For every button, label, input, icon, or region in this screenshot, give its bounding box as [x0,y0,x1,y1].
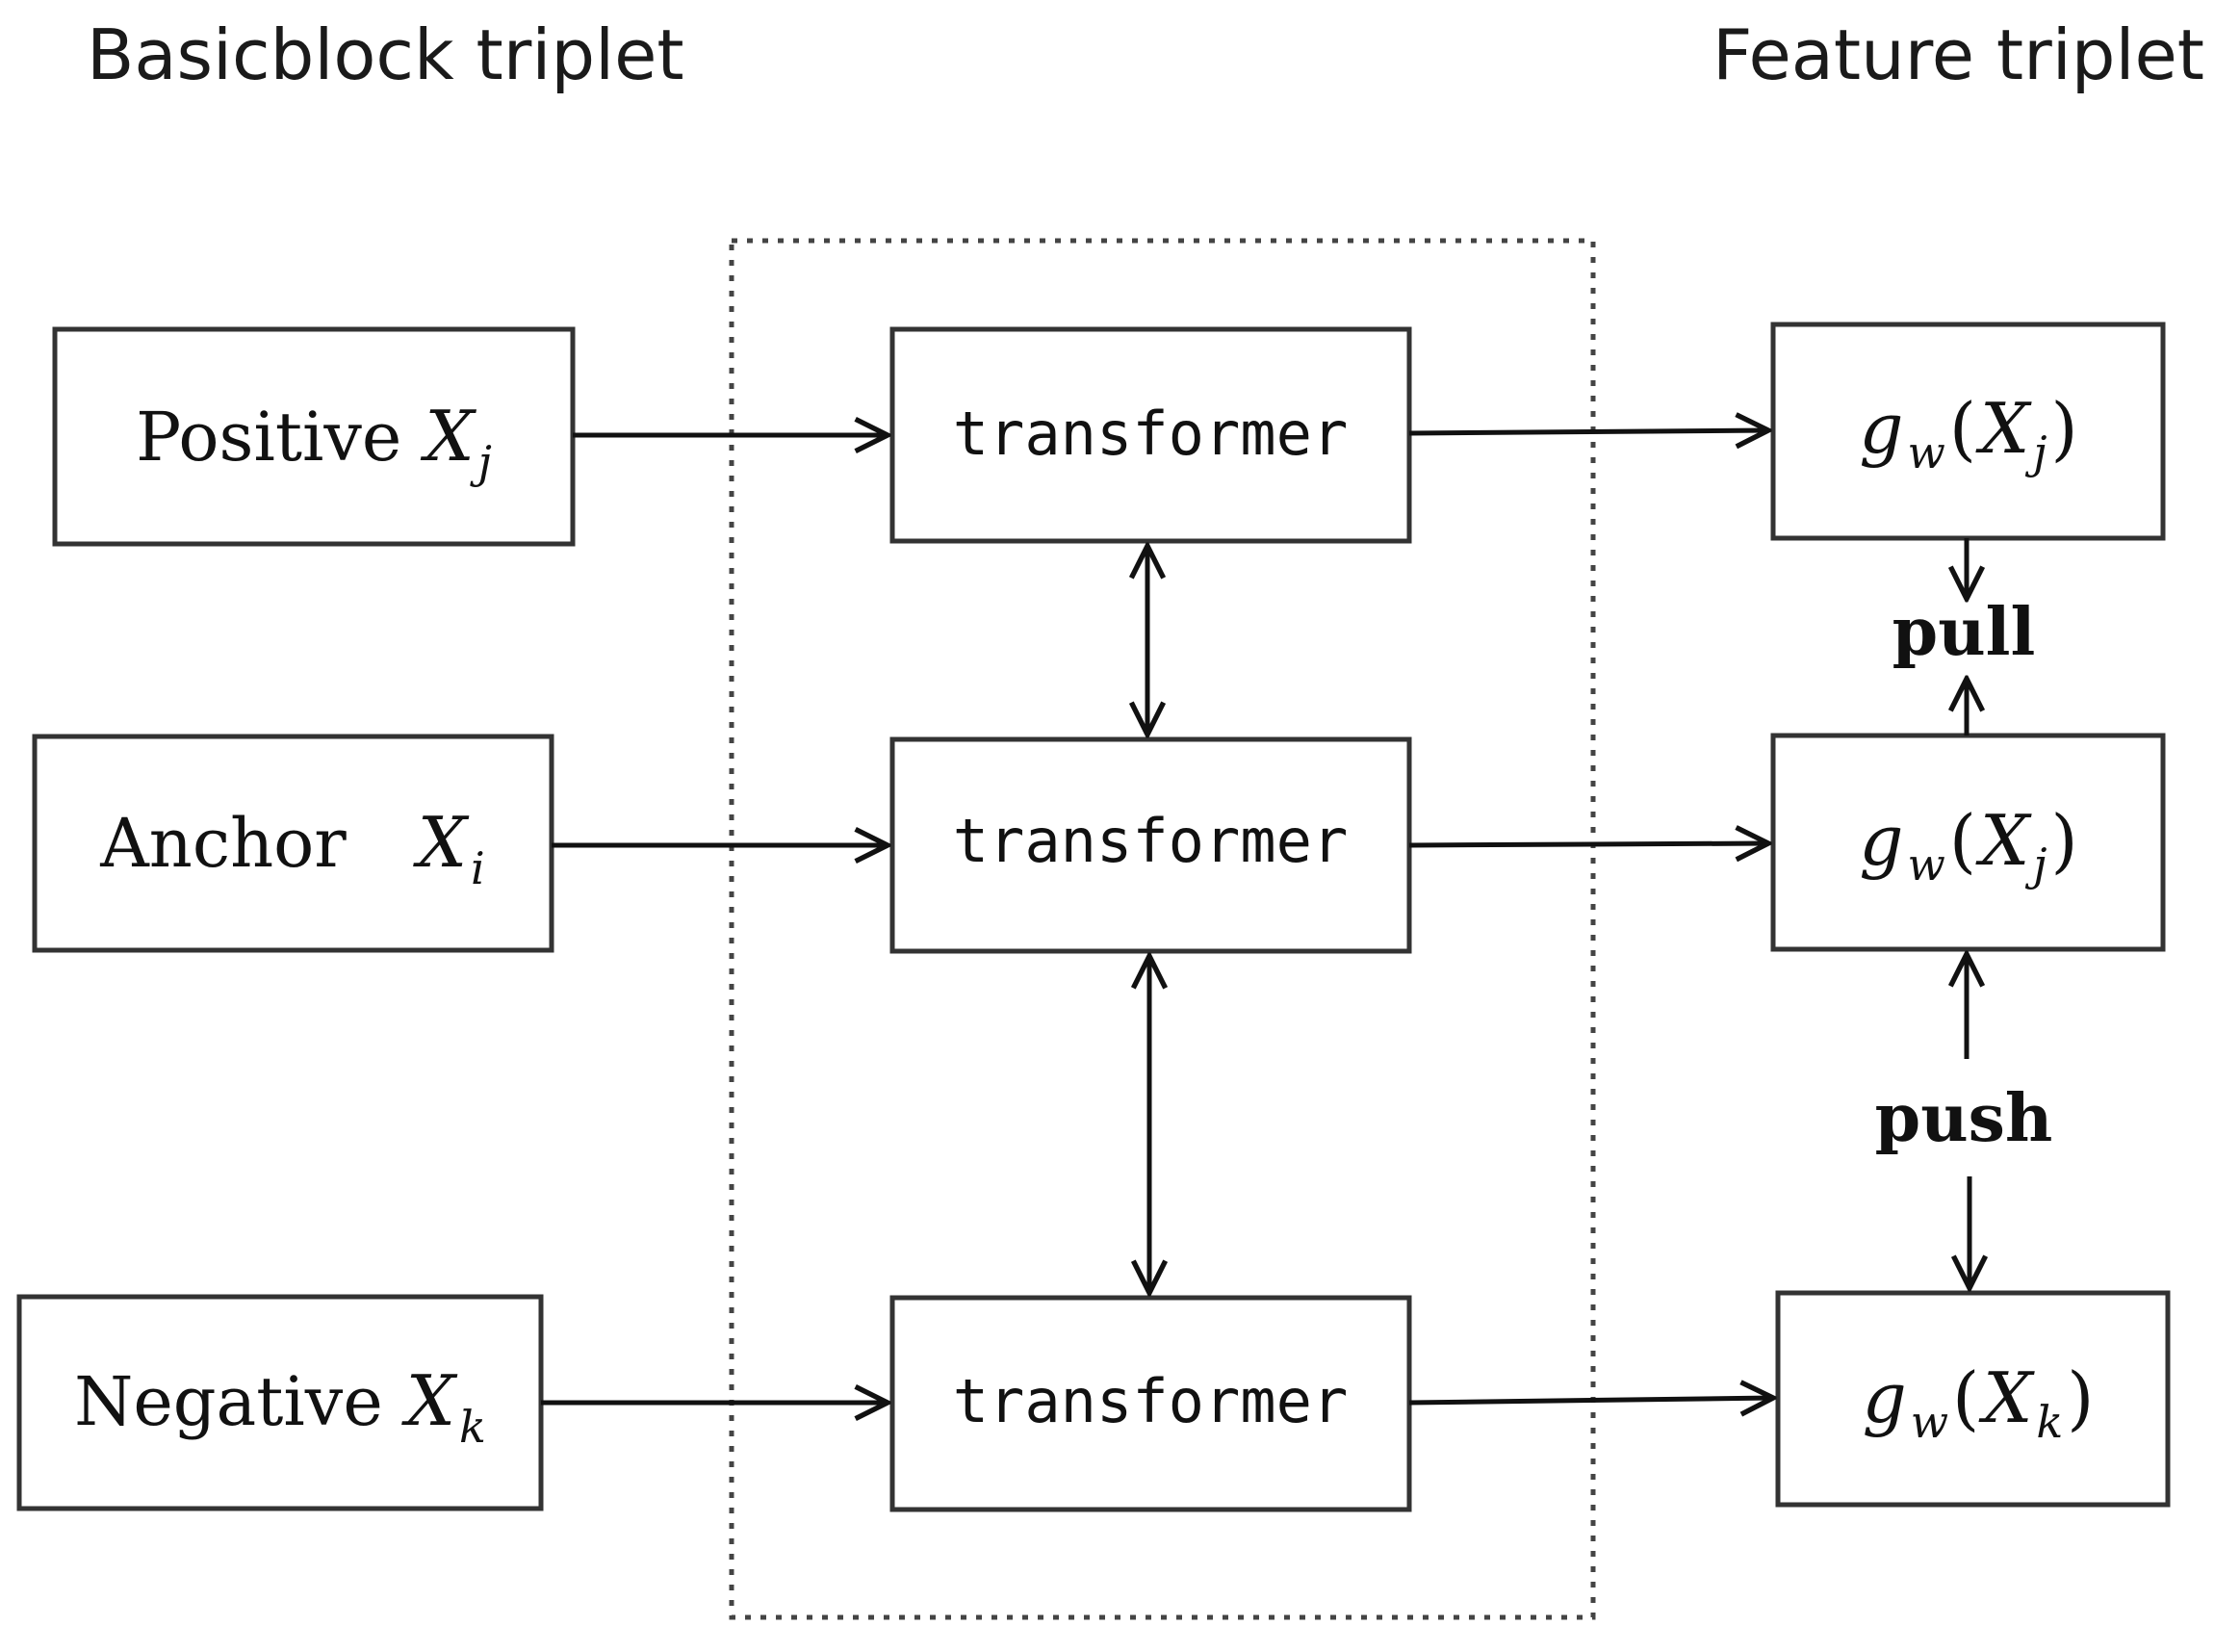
input-negative-box: Negative X k [16,1294,544,1511]
input-negative-subscript: k [459,1401,486,1453]
arrow-transformer-bottom-to-output [1408,1398,1773,1403]
arrow-transformer-middle-to-output [1408,843,1768,845]
svg-text:g w ( X: g w ( X j ) [1859,800,2077,891]
arrow-transformer-top-to-output [1408,430,1768,433]
input-anchor-subscript: i [471,842,485,894]
output-bottom-subscript: k [2036,1396,2063,1448]
svg-text:Positive X j: Positive X j [136,396,492,488]
svg-text:g w ( X: g w ( X k ) [1863,1357,2095,1448]
svg-text:Negative X k: Negative X k [74,1360,486,1453]
output-top-open-paren: ( [1949,388,1976,469]
output-top-function-subscript: w [1908,426,1945,478]
output-middle-close-paren: ) [2051,800,2078,881]
input-anchor-variable: X [413,802,470,883]
transformer-bottom-label: transformer [953,1366,1349,1436]
input-negative-label: Negative [74,1362,383,1441]
transformer-middle-label: transformer [953,806,1349,876]
input-positive-variable: X [420,396,476,477]
pull-label: pull [1892,594,2036,671]
output-bottom-function-subscript: w [1911,1396,1948,1448]
output-middle-open-paren: ( [1949,800,1976,881]
output-top-close-paren: ) [2051,388,2078,469]
input-positive-label: Positive [136,398,401,477]
output-middle-function-subscript: w [1908,839,1945,891]
output-top-box: g w ( X j ) [1770,322,2166,541]
heading-basicblock-triplet: Basicblock triplet [87,14,684,95]
shared-encoder-boundary [729,238,1596,1620]
output-middle-box: g w ( X j ) [1770,733,2166,952]
output-top-function: g [1859,388,1903,469]
output-bottom-variable: X [1978,1357,2035,1438]
transformer-top-label: transformer [953,399,1349,469]
output-middle-function: g [1859,800,1903,881]
svg-text:Anchor X i: Anchor X i [99,802,485,894]
output-middle-variable: X [1975,800,2032,881]
heading-feature-triplet: Feature triplet [1712,14,2204,95]
output-top-variable: X [1975,388,2032,469]
output-bottom-close-paren: ) [2067,1357,2094,1438]
push-label: push [1875,1080,2053,1157]
transformer-bottom-box: transformer [889,1295,1412,1512]
output-bottom-box: g w ( X k ) [1775,1290,2171,1508]
output-bottom-function: g [1863,1357,1907,1438]
input-negative-variable: X [401,1360,458,1441]
input-anchor-label: Anchor [99,804,347,883]
transformer-middle-box: transformer [889,736,1412,954]
output-bottom-open-paren: ( [1952,1357,1979,1438]
svg-text:g w ( X: g w ( X j ) [1859,388,2077,478]
transformer-top-box: transformer [889,326,1412,544]
input-positive-box: Positive X j [52,326,576,547]
input-anchor-box: Anchor X i [32,734,554,953]
